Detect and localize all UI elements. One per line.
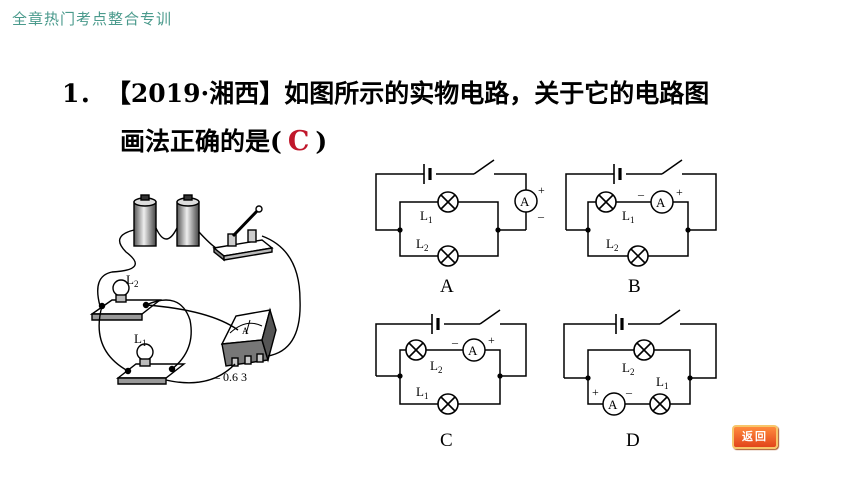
diagram-b-l1: L1 (622, 208, 634, 225)
answer-text: C (287, 126, 310, 157)
diagram-c-ammeter: A (468, 343, 478, 358)
diagram-d-minus: – (625, 385, 633, 399)
diagram-c-l2: L2 (430, 358, 442, 375)
option-b-label: B (628, 276, 641, 297)
diagram-c (375, 309, 527, 415)
diagram-b-plus: + (676, 185, 683, 199)
question-text-2-end: ) (315, 127, 328, 156)
diagram-a-l2: L2 (416, 236, 428, 253)
option-d-label: D (626, 430, 640, 451)
diagram-d-plus: + (592, 385, 599, 399)
lamp-l1-icon (115, 343, 187, 385)
option-a-label: A (440, 276, 454, 297)
question-text-1: 如图所示的实物电路，关于它的电路图 (284, 79, 710, 108)
ammeter-device-icon (220, 307, 277, 367)
diagram-c-l1: L1 (416, 384, 428, 401)
question-line-2: 画法正确的是(C) (120, 118, 327, 166)
diagram-d (563, 309, 717, 416)
diagram-d-l1: L1 (656, 374, 668, 391)
diagram-c-plus: + (488, 333, 495, 347)
diagram-c-minus: – (451, 335, 459, 349)
switch-icon (212, 205, 274, 262)
diagram-b-l2: L2 (606, 236, 618, 253)
ammeter-terminal-labels: – 0.6 3 (213, 370, 247, 384)
back-button[interactable]: 返回 (732, 425, 778, 449)
question-source: 【2019·湘西】 (118, 79, 285, 108)
diagram-a-minus: – (537, 209, 545, 223)
option-c-label: C (440, 430, 453, 451)
question-text-2: 画法正确的是( (120, 127, 282, 156)
battery-2-icon (176, 194, 200, 247)
diagram-d-l2: L2 (622, 360, 634, 377)
lamp-l1-label: L1 (134, 331, 146, 348)
diagram-b-ammeter: A (656, 195, 666, 210)
ammeter-device-symbol: A (242, 326, 249, 336)
battery-1-icon (133, 194, 157, 247)
physical-circuit (89, 194, 301, 385)
question-number: 1． (62, 79, 105, 108)
diagram-a-ammeter: A (520, 194, 530, 209)
diagram-d-ammeter: A (608, 397, 618, 412)
diagram-b-minus: – (637, 187, 645, 201)
course-header: 全章热门考点整合专训 (12, 10, 173, 28)
question-line-1: 1． 【2019·湘西】如图所示的实物电路，关于它的电路图 (62, 70, 709, 118)
diagram-a (375, 159, 538, 267)
lamp-l2-label: L2 (126, 272, 138, 289)
diagram-a-l1: L1 (420, 208, 432, 225)
diagram-b (565, 159, 717, 267)
diagram-a-plus: + (538, 183, 545, 197)
